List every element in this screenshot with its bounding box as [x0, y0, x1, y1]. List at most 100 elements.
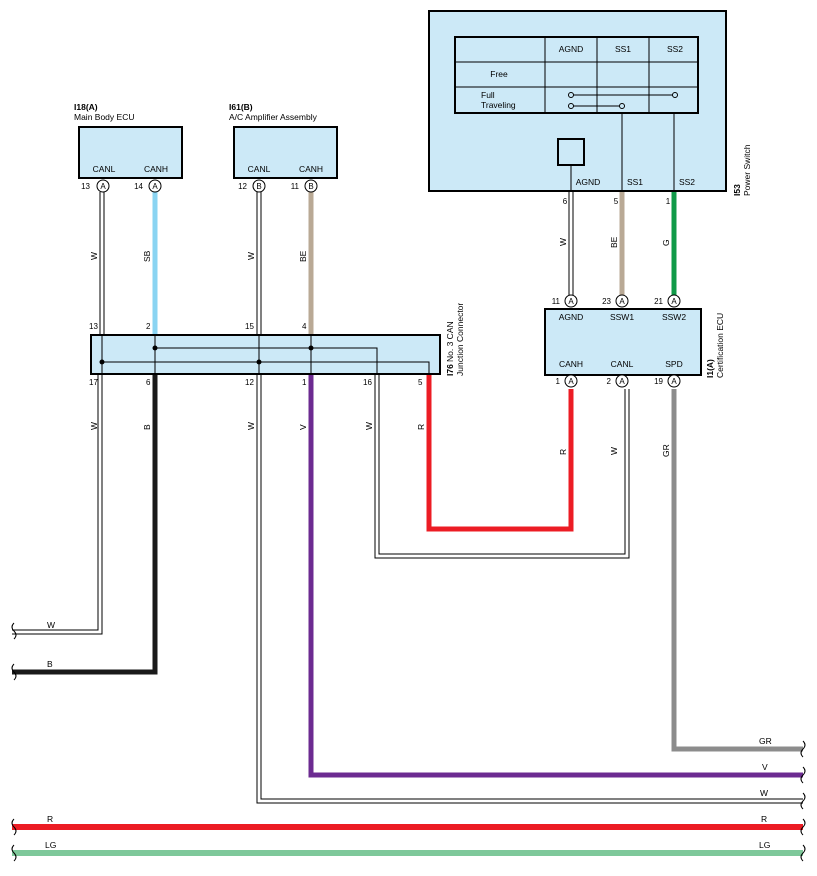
svg-text:AGND: AGND [576, 177, 601, 187]
svg-text:SS1: SS1 [615, 44, 631, 54]
svg-text:GR: GR [661, 444, 671, 457]
svg-text:A: A [152, 182, 158, 191]
svg-text:I61(B): I61(B) [229, 102, 253, 112]
svg-text:Traveling: Traveling [481, 100, 516, 110]
svg-text:CANL: CANL [93, 164, 116, 174]
svg-text:6: 6 [146, 378, 151, 387]
svg-text:5: 5 [614, 197, 619, 206]
svg-text:W: W [609, 447, 619, 455]
svg-text:GR: GR [759, 736, 772, 746]
certification-ecu: A A A 11 23 21 AGND SSW1 SSW2 CANH CANL … [544, 294, 725, 388]
svg-text:I53: I53 [732, 184, 742, 196]
svg-text:B: B [142, 424, 152, 430]
svg-text:G: G [661, 239, 671, 246]
svg-text:Full: Full [481, 90, 495, 100]
svg-text:1: 1 [302, 378, 307, 387]
svg-text:A: A [568, 377, 574, 386]
svg-text:SS2: SS2 [679, 177, 695, 187]
svg-text:6: 6 [563, 197, 568, 206]
svg-text:R: R [558, 449, 568, 455]
svg-text:Power Switch: Power Switch [742, 144, 752, 196]
svg-text:CANH: CANH [144, 164, 168, 174]
svg-text:12: 12 [245, 378, 254, 387]
wire-b-6 [12, 374, 158, 675]
svg-text:16: 16 [363, 378, 372, 387]
svg-text:11: 11 [291, 182, 300, 191]
svg-text:B: B [308, 182, 313, 191]
svg-text:A: A [619, 377, 625, 386]
wire-v-1 [308, 374, 803, 778]
svg-text:23: 23 [602, 297, 611, 306]
svg-text:13: 13 [89, 322, 98, 331]
svg-text:B: B [256, 182, 261, 191]
svg-text:V: V [762, 762, 768, 772]
svg-text:Free: Free [490, 69, 508, 79]
svg-text:A: A [671, 377, 677, 386]
svg-text:Junction Connector: Junction Connector [455, 303, 465, 376]
svg-text:11: 11 [552, 297, 561, 306]
svg-text:LG: LG [759, 840, 770, 850]
svg-text:BE: BE [609, 236, 619, 248]
svg-text:A: A [671, 297, 677, 306]
ac-amplifier-assembly: I61(B) A/C Amplifier Assembly CANL CANH … [229, 102, 338, 193]
wire-w-6 [568, 192, 574, 296]
svg-text:A: A [619, 297, 625, 306]
wire-gr-19 [671, 389, 803, 752]
svg-text:Certification ECU: Certification ECU [715, 313, 725, 378]
svg-text:13: 13 [81, 182, 90, 191]
svg-text:A/C Amplifier Assembly: A/C Amplifier Assembly [229, 112, 318, 122]
svg-text:12: 12 [238, 182, 247, 191]
wire-w-16 [374, 374, 630, 559]
svg-text:CANH: CANH [559, 359, 583, 369]
break-marks [11, 622, 806, 862]
svg-text:1: 1 [556, 377, 561, 386]
svg-text:AGND: AGND [559, 44, 584, 54]
svg-text:I18(A): I18(A) [74, 102, 98, 112]
svg-text:AGND: AGND [559, 312, 584, 322]
svg-text:1: 1 [666, 197, 671, 206]
svg-text:5: 5 [418, 378, 423, 387]
svg-text:V: V [298, 424, 308, 430]
svg-text:SS1: SS1 [627, 177, 643, 187]
svg-text:BE: BE [298, 250, 308, 262]
svg-text:CANL: CANL [611, 359, 634, 369]
svg-text:2: 2 [607, 377, 612, 386]
svg-text:CANL: CANL [248, 164, 271, 174]
svg-text:W: W [246, 422, 256, 430]
svg-text:LG: LG [45, 840, 56, 850]
svg-text:W: W [47, 620, 55, 630]
svg-text:No. 3 CAN: No. 3 CAN [445, 321, 455, 362]
svg-text:R: R [416, 424, 426, 430]
svg-text:CANH: CANH [299, 164, 323, 174]
svg-text:4: 4 [302, 322, 307, 331]
svg-text:W: W [558, 238, 568, 246]
svg-text:I1(A): I1(A) [705, 359, 715, 378]
wire-w-12-bottom [256, 374, 803, 804]
svg-text:R: R [47, 814, 53, 824]
svg-text:21: 21 [654, 297, 663, 306]
power-switch: AGND SS1 SS2 Free Full Traveling AGND SS… [428, 10, 752, 206]
svg-text:14: 14 [134, 182, 143, 191]
svg-text:R: R [761, 814, 767, 824]
svg-text:19: 19 [654, 377, 663, 386]
svg-text:I76: I76 [445, 364, 455, 376]
junction-connector: 13 2 15 4 17 6 12 1 16 5 I76 No. 3 CAN J… [89, 303, 465, 387]
svg-text:B: B [47, 659, 53, 669]
svg-text:W: W [89, 422, 99, 430]
svg-text:SPD: SPD [665, 359, 682, 369]
svg-text:Main Body ECU: Main Body ECU [74, 112, 134, 122]
wire-w-12 [256, 192, 262, 335]
svg-text:17: 17 [89, 378, 98, 387]
svg-text:SS2: SS2 [667, 44, 683, 54]
svg-text:W: W [246, 252, 256, 260]
svg-text:2: 2 [146, 322, 151, 331]
main-body-ecu: I18(A) Main Body ECU CANL CANH 13 14 A A [74, 102, 183, 193]
svg-text:15: 15 [245, 322, 254, 331]
wire-w-13 [99, 192, 105, 335]
svg-text:A: A [568, 297, 574, 306]
wire-r-5 [426, 374, 574, 532]
svg-text:SSW1: SSW1 [610, 312, 634, 322]
svg-text:SSW2: SSW2 [662, 312, 686, 322]
svg-text:W: W [89, 252, 99, 260]
